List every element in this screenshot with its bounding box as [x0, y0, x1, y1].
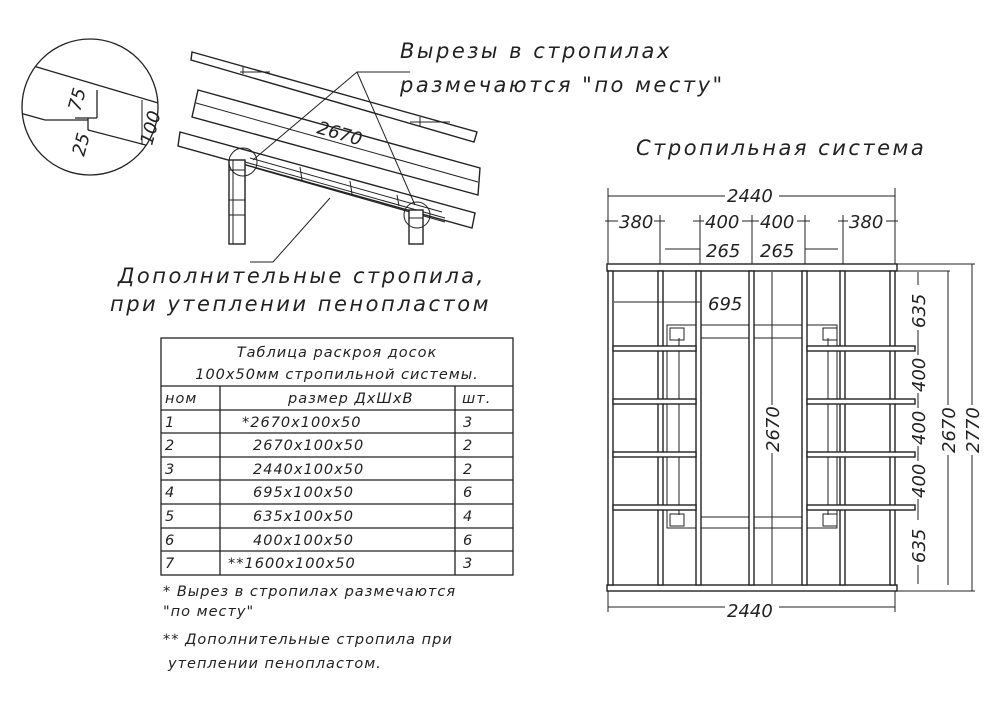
- dim-380-right: 380: [849, 212, 883, 233]
- detail-dim-100: 100: [137, 109, 166, 148]
- rafter-board-top: [190, 51, 478, 143]
- table-title-line2: 100х50мм стропильной системы.: [195, 367, 479, 383]
- dim-265-right: 265: [760, 241, 794, 262]
- post-left: [228, 159, 246, 245]
- dim-695: 695: [708, 294, 742, 315]
- table-row: 7 **1600х100х50 3: [165, 556, 473, 572]
- dim-top-2440: 2440: [727, 186, 773, 207]
- callout-extra-line1: Дополнительные стропила,: [117, 264, 486, 288]
- row-num: 4: [165, 485, 175, 501]
- side-view-rafters: 2670: [177, 51, 481, 263]
- callout-cuts-line2: размечаются "по месту": [399, 73, 725, 97]
- dim-right-2670: 2670: [939, 407, 960, 453]
- row-num: 2: [165, 438, 175, 454]
- callout-cuts-line1: Вырезы в стропилах: [400, 39, 672, 63]
- plan-title: Стропильная система: [636, 136, 926, 160]
- bottom-plate: [606, 584, 898, 592]
- top-plate: [606, 263, 898, 272]
- row-qty: 3: [463, 556, 473, 572]
- row-size: **1600х100х50: [228, 556, 356, 572]
- table-row: 6 400х100х50 6: [165, 533, 473, 549]
- row-qty: 6: [463, 533, 473, 549]
- plan-dimensions: 2440 380 400 400 380 265 265 695 2670 63…: [618, 184, 984, 622]
- note2-line1: ** Дополнительные стропила при: [163, 632, 453, 648]
- row-num: 7: [165, 556, 175, 572]
- detail-dim-75: 75: [65, 86, 91, 114]
- row-num: 5: [165, 509, 175, 525]
- row-qty: 3: [463, 415, 473, 431]
- row-size: 695х100х50: [253, 485, 354, 501]
- row-size: 2440х100х50: [253, 462, 364, 478]
- table-row: 4 695х100х50 6: [165, 485, 473, 501]
- row-size: *2670х100х50: [242, 415, 361, 431]
- dim-400-left: 400: [705, 212, 739, 233]
- row-num: 6: [165, 533, 175, 549]
- dim-right-2770: 2770: [963, 407, 984, 453]
- dim-635-bottom: 635: [909, 529, 930, 563]
- row-num: 3: [165, 462, 175, 478]
- row-num: 1: [165, 415, 175, 431]
- table-row: 1 *2670х100х50 3: [165, 415, 473, 431]
- plan-frame: [605, 188, 975, 612]
- callout-extra-line2: при утеплении пенопластом: [110, 292, 491, 316]
- dim-380-left: 380: [619, 212, 653, 233]
- detail-dim-25: 25: [69, 131, 95, 159]
- row-qty: 6: [463, 485, 473, 501]
- table-title-line1: Таблица раскроя досок: [237, 345, 437, 361]
- table-row: 3 2440х100х50 2: [165, 462, 473, 478]
- row-qty: 2: [463, 462, 473, 478]
- table-row: 2 2670х100х50 2: [165, 438, 473, 454]
- table-header-qty: шт.: [462, 391, 491, 407]
- note1-line2: "по месту": [163, 604, 254, 620]
- dim-bottom-2440: 2440: [727, 601, 773, 622]
- row-size: 2670х100х50: [253, 438, 364, 454]
- cutting-table: Таблица раскроя досок 100х50мм стропильн…: [160, 337, 514, 576]
- dim-400-c: 400: [909, 464, 930, 498]
- dim-center-2670: 2670: [763, 406, 784, 452]
- dim-635-top: 635: [909, 294, 930, 328]
- row-qty: 2: [463, 438, 473, 454]
- dim-400-a: 400: [909, 358, 930, 392]
- detail-circle: 75 25 100: [21, 38, 166, 176]
- dim-400-b: 400: [909, 411, 930, 445]
- note2-line2: утеплении пенопластом.: [167, 656, 382, 672]
- row-qty: 4: [463, 509, 473, 525]
- dim-265-left: 265: [706, 241, 740, 262]
- table-header-size: размер ДхШхВ: [287, 391, 413, 407]
- table-row: 5 635х100х50 4: [165, 509, 473, 525]
- row-size: 635х100х50: [253, 509, 354, 525]
- note1-line1: * Вырез в стропилах размечаются: [163, 584, 456, 600]
- dim-400-right: 400: [760, 212, 794, 233]
- row-size: 400х100х50: [253, 533, 354, 549]
- table-header-num: ном: [165, 391, 197, 407]
